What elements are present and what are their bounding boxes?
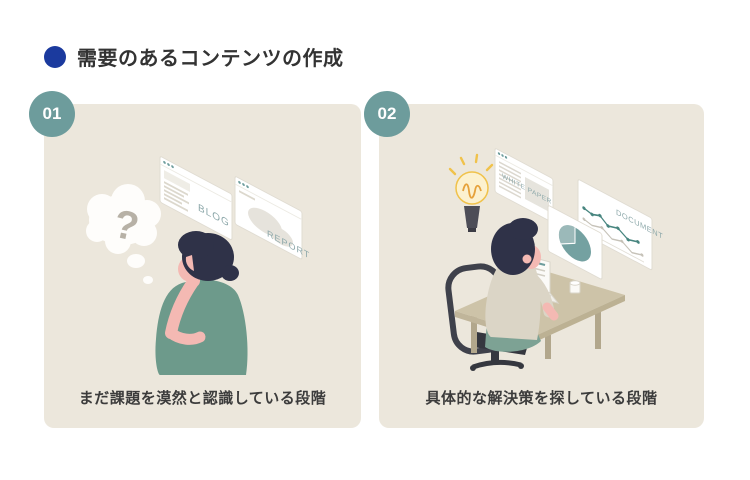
- pie-chart-icon: [558, 225, 591, 262]
- card-stage-1: 01 ? BLOG: [29, 91, 361, 428]
- illustration-desk: WHITE PAPER DOCUMENT: [445, 148, 663, 371]
- person-thinking: [155, 231, 248, 375]
- illustration-thinking: ? BLOG REPORT: [86, 156, 310, 375]
- badge-01: 01: [29, 91, 75, 137]
- badge-02: 02: [364, 91, 410, 137]
- bullet-icon: [44, 45, 66, 68]
- blog-window: BLOG: [159, 156, 233, 241]
- lightbulb-icon: [448, 153, 494, 232]
- white-paper-window: WHITE PAPER: [494, 148, 554, 223]
- report-window: REPORT: [234, 176, 310, 262]
- page-title: 需要のあるコンテンツの作成: [77, 48, 344, 70]
- pie-card: [547, 205, 603, 280]
- caption-stage-2: 具体的な解決策を探している段階: [425, 390, 658, 407]
- page-header: 需要のあるコンテンツの作成: [44, 42, 344, 71]
- thought-cloud-icon: ?: [86, 184, 161, 284]
- caption-stage-1: まだ課題を漠然と認識している段階: [78, 390, 327, 407]
- person-at-desk: [485, 218, 559, 352]
- card-stage-2: 02 WHITE PAPER: [364, 91, 704, 428]
- cup-icon: [569, 280, 581, 294]
- desk-scene: [445, 218, 625, 371]
